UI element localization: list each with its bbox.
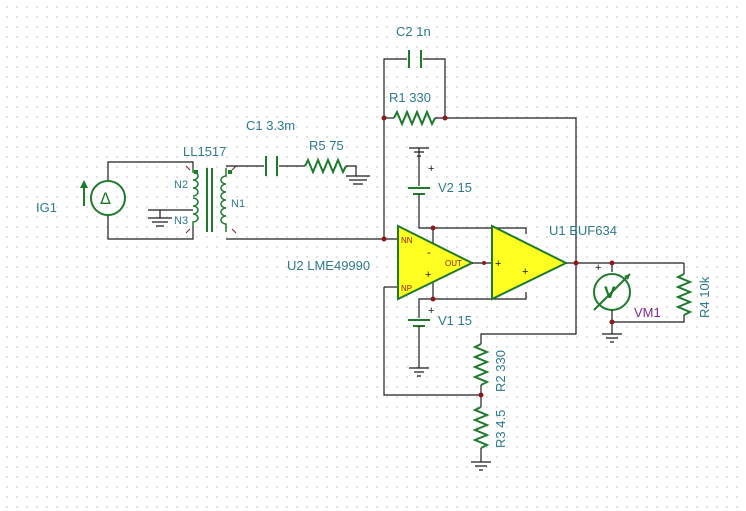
buffer-input-plus: +	[495, 258, 501, 270]
resistor-r2[interactable]: R2 330	[472, 263, 577, 395]
label-v2: V2 15	[438, 180, 472, 195]
label-r4: R4 10k	[697, 276, 712, 318]
pin-plus: +	[425, 269, 431, 281]
polarity-v2-plus: +	[428, 163, 434, 175]
junction	[381, 236, 387, 242]
label-r3: R3 4.5	[493, 410, 508, 448]
junction	[573, 260, 579, 266]
junction	[609, 260, 615, 266]
label-r5: R5 75	[309, 138, 344, 153]
label-n3: N3	[174, 215, 188, 227]
pin-np: NP	[401, 284, 412, 293]
resistor-r1[interactable]: R1 330	[384, 90, 577, 263]
pin-minus: -	[427, 247, 431, 259]
junction	[442, 115, 448, 121]
label-u2: U2 LME49990	[287, 258, 370, 273]
junctions	[381, 115, 615, 398]
opamp-u2[interactable]: NN NP OUT - + U2 LME49990	[287, 118, 475, 301]
polarity-vm1-plus: +	[595, 262, 601, 274]
resistor-r5[interactable]: R5 75	[304, 138, 370, 185]
label-r2: R2 330	[493, 350, 508, 392]
junction	[430, 225, 436, 231]
junction	[430, 296, 436, 302]
capacitor-c2[interactable]: C2 1n	[383, 24, 446, 118]
resistor-r3[interactable]: R3 4.5	[383, 287, 508, 471]
junction	[478, 392, 484, 398]
label-c1: C1 3.3m	[246, 118, 295, 133]
battery-v1[interactable]: + V1 15	[408, 298, 472, 377]
label-n2: N2	[174, 179, 188, 191]
label-v1: V1 15	[438, 313, 472, 328]
label-u1: U1 BUF634	[549, 223, 617, 238]
triangle-delta-icon: Δ	[100, 189, 111, 208]
voltmeter-vm1[interactable]: V + VM1	[593, 262, 661, 343]
current-source-ig1[interactable]: Δ IG1	[36, 161, 194, 240]
label-vm1: VM1	[634, 305, 661, 320]
pin-nn: NN	[401, 236, 413, 245]
pin-out: OUT	[445, 259, 462, 268]
label-r1: R1 330	[389, 90, 431, 105]
label-ll1517: LL1517	[183, 144, 226, 159]
junction	[482, 261, 486, 265]
capacitor-c1[interactable]: C1 3.3m	[226, 118, 305, 176]
voltmeter-V-icon: V	[604, 283, 616, 302]
buffer-plus: +	[522, 266, 528, 278]
junction	[381, 115, 387, 121]
transformer-ll1517[interactable]: LL1517 N2 N3 N1	[148, 144, 245, 234]
junction	[609, 319, 615, 325]
label-n1: N1	[231, 198, 245, 210]
polarity-v1-plus: +	[428, 305, 434, 317]
resistor-r4[interactable]: R4 10k	[612, 263, 712, 323]
label-ig1: IG1	[36, 200, 57, 215]
battery-v2[interactable]: + V2 15	[408, 147, 472, 229]
label-c2: C2 1n	[396, 24, 431, 39]
buffer-u1[interactable]: + + U1 BUF634	[433, 223, 617, 301]
